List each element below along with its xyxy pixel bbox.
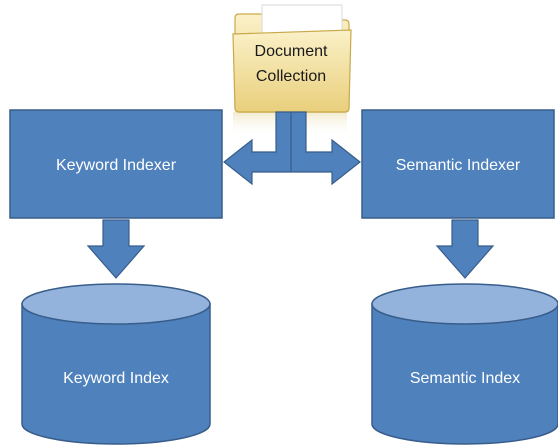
folder-front [232,29,352,113]
keyword-down-arrow [86,219,146,279]
keyword-indexer-label: Keyword Indexer [56,157,177,174]
semantic-indexer-box: Semantic Indexer [361,109,555,219]
keyword-indexer-box: Keyword Indexer [9,109,223,219]
folder-paper [261,4,343,34]
document-collection-folder: Document Collection [232,4,352,113]
folder-label-line1: Document [255,43,328,60]
semantic-indexer-label: Semantic Indexer [396,157,521,174]
keyword-index-label: Keyword Index [63,370,169,387]
semantic-index-label: Semantic Index [410,370,520,387]
semantic-index-cylinder: Semantic Index [371,283,558,445]
semantic-down-arrow [435,219,495,279]
keyword-index-cylinder: Keyword Index [21,283,211,445]
folder-label-line2: Collection [256,68,326,85]
split-arrow [223,111,361,186]
